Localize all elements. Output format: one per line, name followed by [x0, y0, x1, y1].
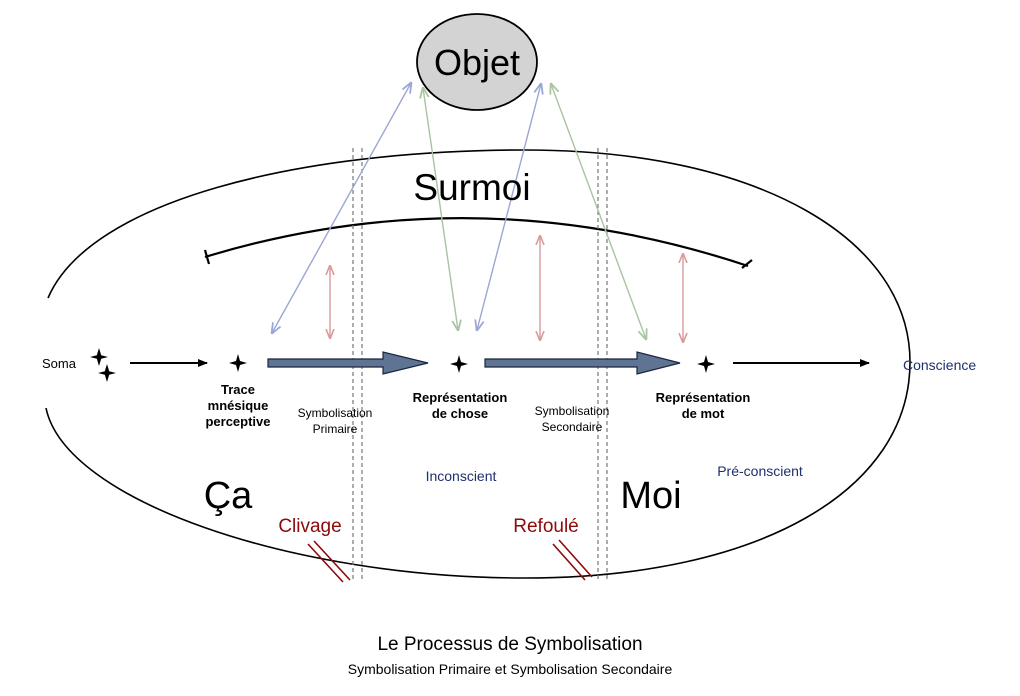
surmoi-arc	[204, 217, 749, 268]
symb-primaire-line1: Symbolisation	[298, 406, 373, 420]
clivage-label: Clivage	[278, 516, 341, 537]
ca-label: Ça	[204, 475, 253, 517]
refoule-slash	[552, 539, 593, 581]
moi-label: Moi	[620, 475, 681, 517]
chose-star-icon	[450, 355, 468, 373]
big-arrow-secondaire	[484, 351, 681, 375]
green-arrow-objet-mot	[551, 84, 646, 339]
symb-primaire-line2: Primaire	[313, 422, 358, 436]
objet-label: Objet	[434, 42, 520, 83]
clivage-slash	[307, 540, 351, 583]
surmoi-arc-left-tick	[203, 249, 211, 265]
inconscient-label: Inconscient	[426, 468, 497, 484]
mot-star-icon	[697, 355, 715, 373]
chose-label-line2: de chose	[432, 406, 488, 421]
preconscient-label: Pré-conscient	[717, 463, 803, 479]
soma-star-icon-1	[90, 348, 108, 366]
blue-arrow-trace-objet	[272, 83, 411, 333]
trace-label-line2: mnésique	[208, 398, 269, 413]
surmoi-label: Surmoi	[413, 167, 530, 208]
chose-label-line1: Représentation	[413, 390, 508, 405]
conscience-label: Conscience	[903, 357, 976, 373]
trace-label-line3: perceptive	[205, 414, 270, 429]
trace-star-icon	[229, 354, 247, 372]
soma-star-icon-2	[98, 364, 116, 382]
surmoi-arc-right-tick	[741, 259, 753, 269]
trace-label-line1: Trace	[221, 382, 255, 397]
caption-subtitle: Symbolisation Primaire et Symbolisation …	[347, 661, 673, 677]
refoule-label: Refoulé	[513, 516, 579, 537]
symb-secondaire-line2: Secondaire	[542, 420, 603, 434]
green-arrow-objet-chose	[423, 88, 458, 330]
soma-label: Soma	[42, 356, 77, 371]
blue-arrow-chose-objet	[477, 84, 541, 330]
mot-label-line2: de mot	[682, 406, 725, 421]
caption-title: Le Processus de Symbolisation	[377, 634, 643, 655]
mot-label-line1: Représentation	[656, 390, 751, 405]
symb-secondaire-line1: Symbolisation	[535, 404, 610, 418]
big-arrow-primaire	[267, 351, 429, 375]
